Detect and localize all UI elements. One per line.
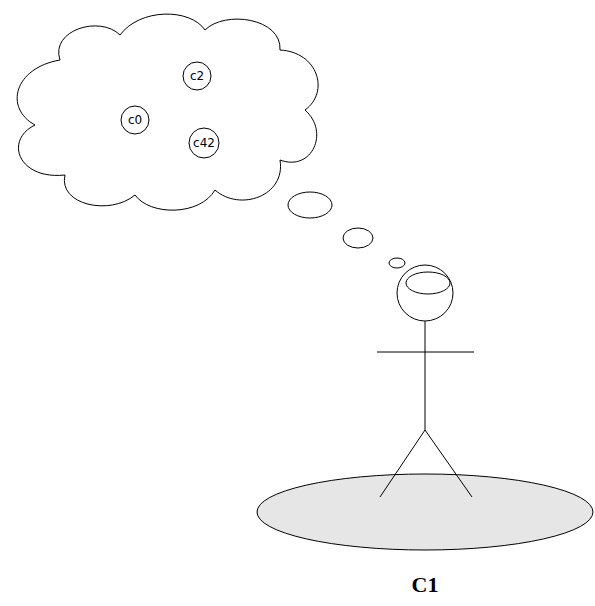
- stick-leg: [380, 430, 425, 497]
- concept-label: c42: [193, 137, 215, 149]
- figure-label: C1: [412, 572, 439, 598]
- concept-circle: c42: [188, 127, 220, 159]
- stick-head: [397, 265, 453, 321]
- concept-circle: c2: [182, 61, 212, 91]
- concept-label: c0: [128, 114, 142, 126]
- stick-head-top: [406, 272, 450, 294]
- thought-bubble: [389, 258, 405, 268]
- concept-label: c2: [190, 70, 204, 82]
- stick-body: [425, 321, 426, 430]
- thought-cloud: [17, 14, 318, 210]
- ground-ellipse: [257, 474, 593, 550]
- stick-leg: [425, 430, 472, 497]
- thought-bubble: [288, 192, 332, 218]
- thought-bubble: [343, 228, 373, 248]
- concept-circle: c0: [120, 105, 150, 135]
- stick-arms: [377, 352, 474, 353]
